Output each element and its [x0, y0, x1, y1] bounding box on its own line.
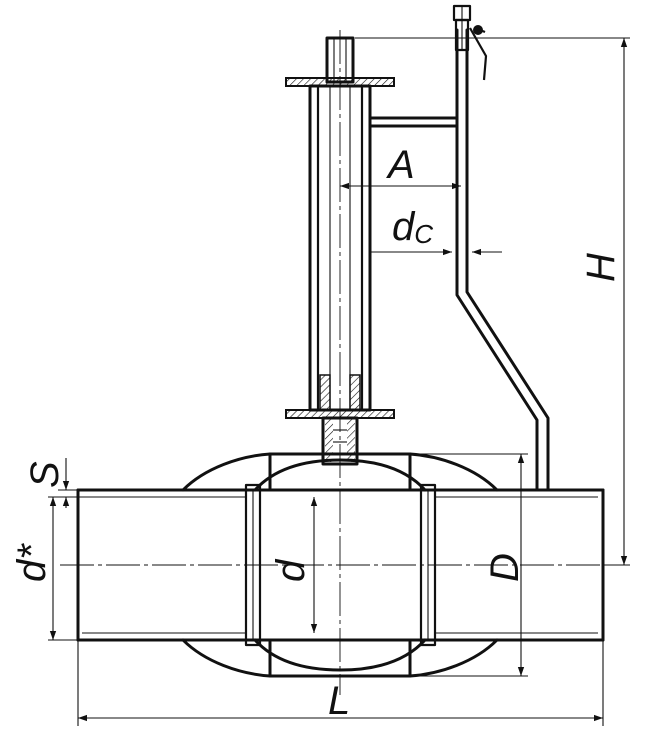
label-d: d: [269, 558, 313, 582]
dimension-dc: dC: [370, 205, 502, 256]
label-L: L: [328, 679, 350, 723]
label-S: S: [23, 461, 67, 488]
dimension-H: H: [355, 37, 630, 566]
dimension-A: A: [340, 143, 461, 190]
label-dc: dC: [392, 205, 433, 249]
dimension-D: D: [410, 453, 528, 677]
label-A: A: [386, 143, 415, 187]
pipe-body: [76, 488, 605, 642]
label-H: H: [579, 253, 623, 282]
dimension-d: d: [269, 497, 318, 633]
drain-pipe: [368, 4, 550, 492]
dimension-L: L: [77, 640, 604, 726]
dimension-d-star: d*: [10, 496, 82, 641]
label-d-star: d*: [10, 543, 54, 582]
label-D: D: [483, 553, 527, 582]
axis-lines: [60, 30, 625, 695]
